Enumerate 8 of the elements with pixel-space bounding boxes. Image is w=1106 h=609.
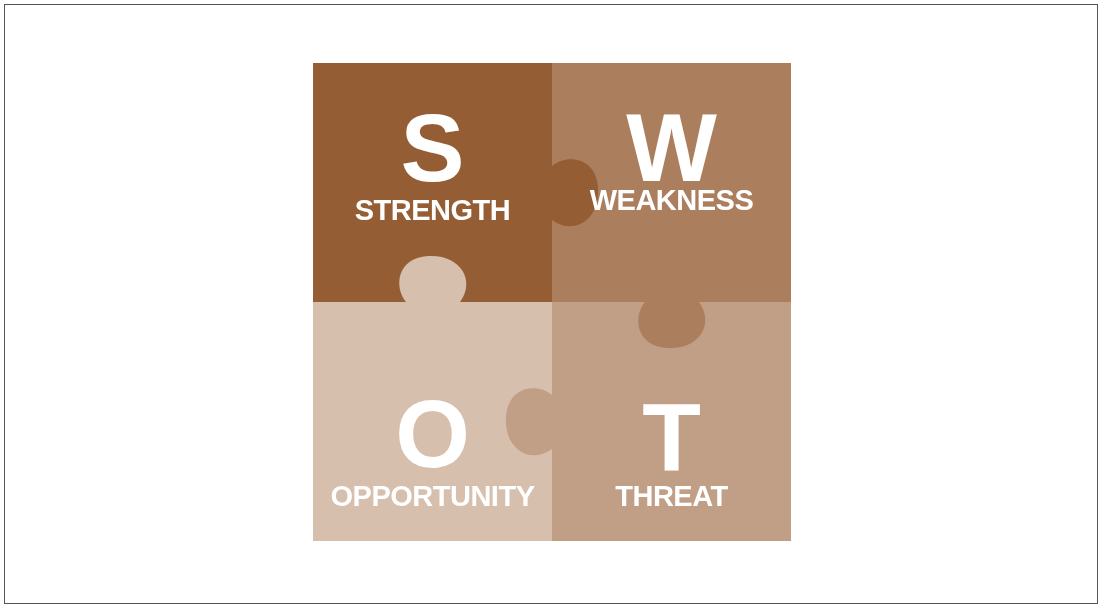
puzzle-tile — [313, 63, 552, 302]
initial-letter: O — [395, 386, 470, 482]
quadrant-title: STRENGTH — [354, 196, 511, 225]
quadrant-title: OPPORTUNITY — [330, 482, 535, 511]
puzzle-tile — [552, 302, 791, 541]
puzzle-tile — [552, 63, 791, 302]
initial-letter: S — [400, 100, 465, 196]
puzzle-tile — [313, 302, 552, 541]
